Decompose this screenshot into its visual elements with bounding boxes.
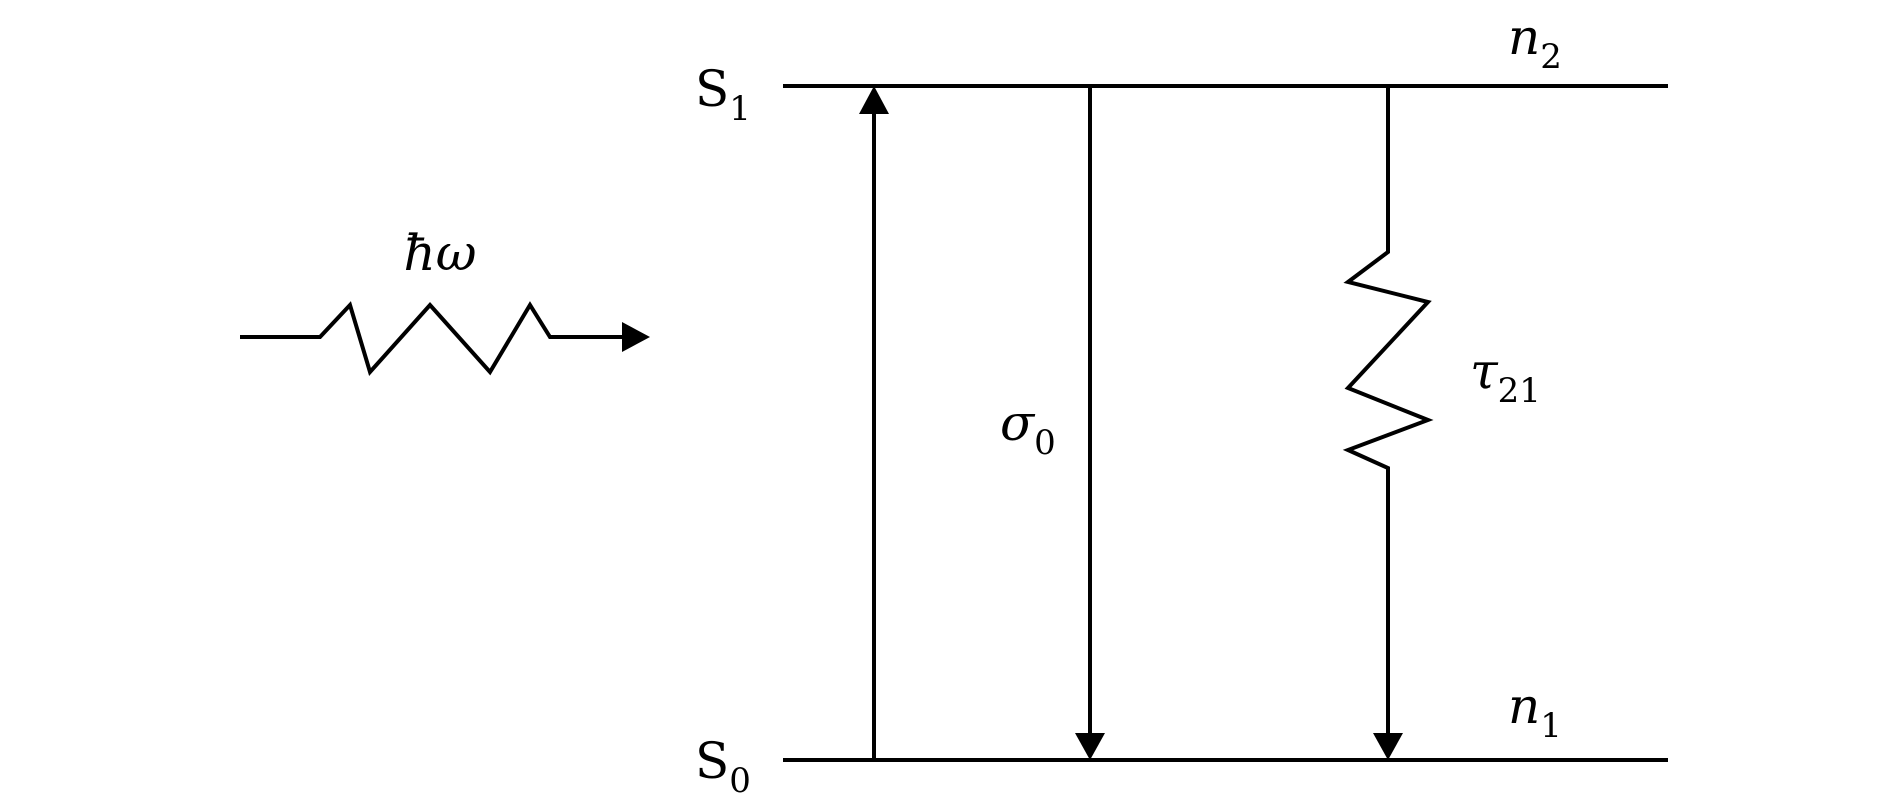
cross-section-label: σ0 — [1000, 394, 1056, 463]
relaxation-zigzag — [1342, 86, 1434, 733]
lower-population-label: n1 — [1508, 677, 1562, 746]
upper-population-label: n2 — [1508, 8, 1562, 77]
photon-arrowhead — [622, 322, 650, 352]
relaxation-time-label: τ21 — [1470, 342, 1541, 411]
upper-state-label: S1 — [695, 60, 751, 129]
lower-state-label: S0 — [695, 732, 751, 801]
photon-energy-label: ħω — [404, 224, 477, 282]
photon-wave — [240, 301, 622, 376]
relaxation-arrowhead — [1373, 733, 1403, 760]
absorption-arrowhead — [859, 86, 889, 114]
emission-arrowhead — [1075, 733, 1105, 760]
